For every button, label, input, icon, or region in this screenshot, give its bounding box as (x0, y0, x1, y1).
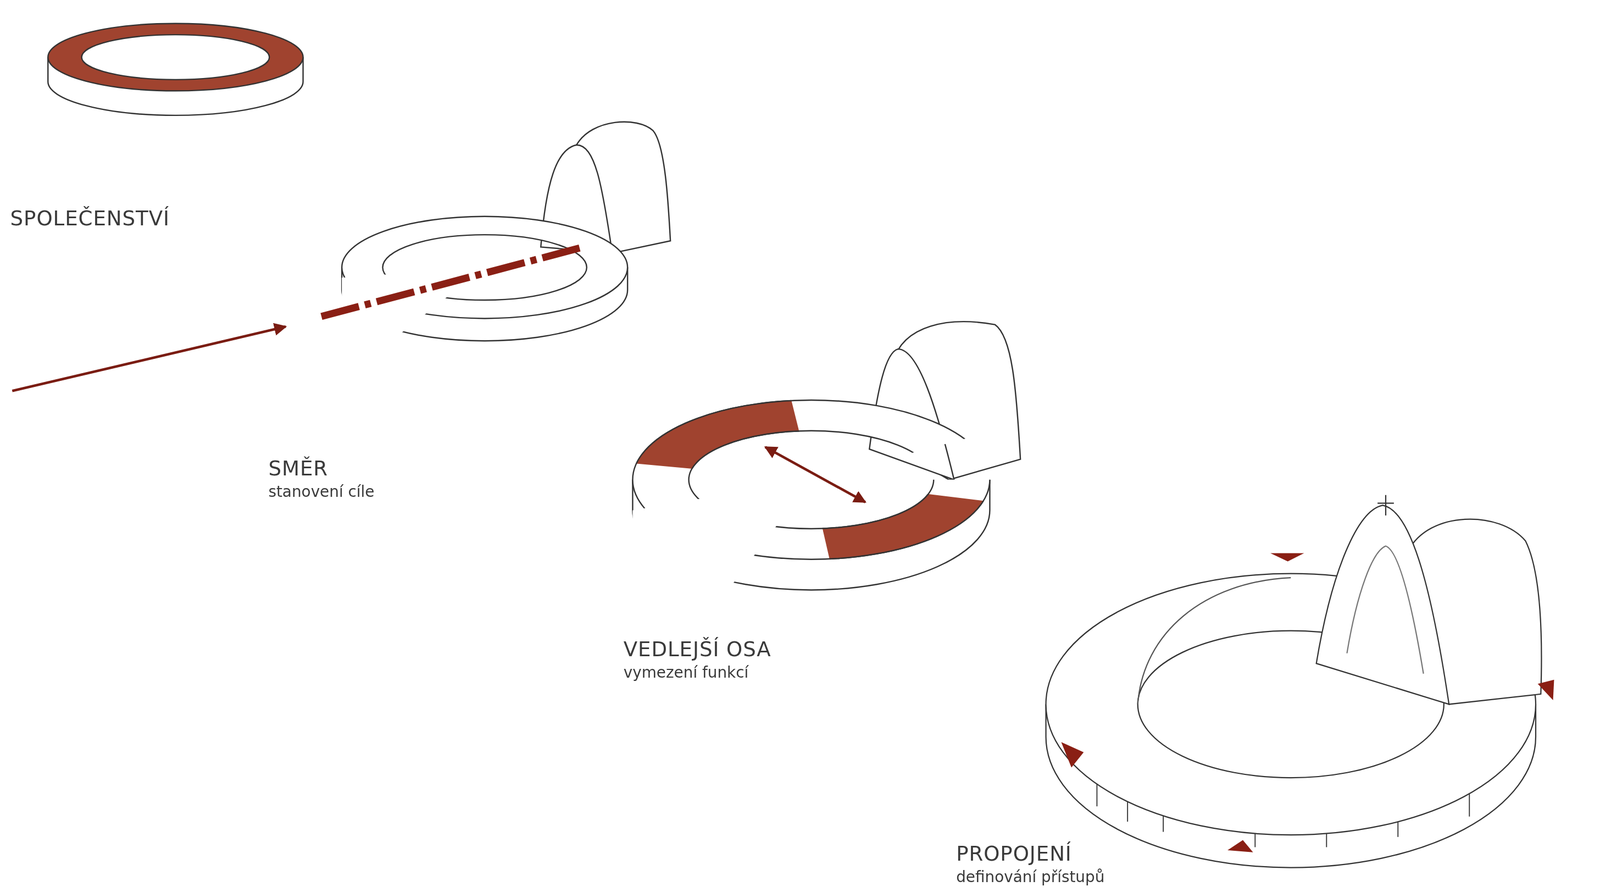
concept-subtitle: stanovení cíle (268, 482, 375, 501)
concept-title: SMĚR (268, 456, 329, 481)
church-model (1046, 495, 1542, 868)
concept-subtitle: vymezení funkcí (623, 663, 749, 682)
access-marker (1060, 553, 1554, 853)
concept-title: PROPOJENÍ (956, 840, 1072, 866)
segment-model (632, 321, 1021, 590)
concept-title: SPOLEČENSTVÍ (10, 206, 170, 231)
ring-model (47, 23, 303, 116)
concept-title: VEDLEJŠÍ OSA (623, 636, 772, 662)
arch-model (12, 121, 671, 392)
concept-subtitle: definování přístupů (956, 867, 1105, 886)
